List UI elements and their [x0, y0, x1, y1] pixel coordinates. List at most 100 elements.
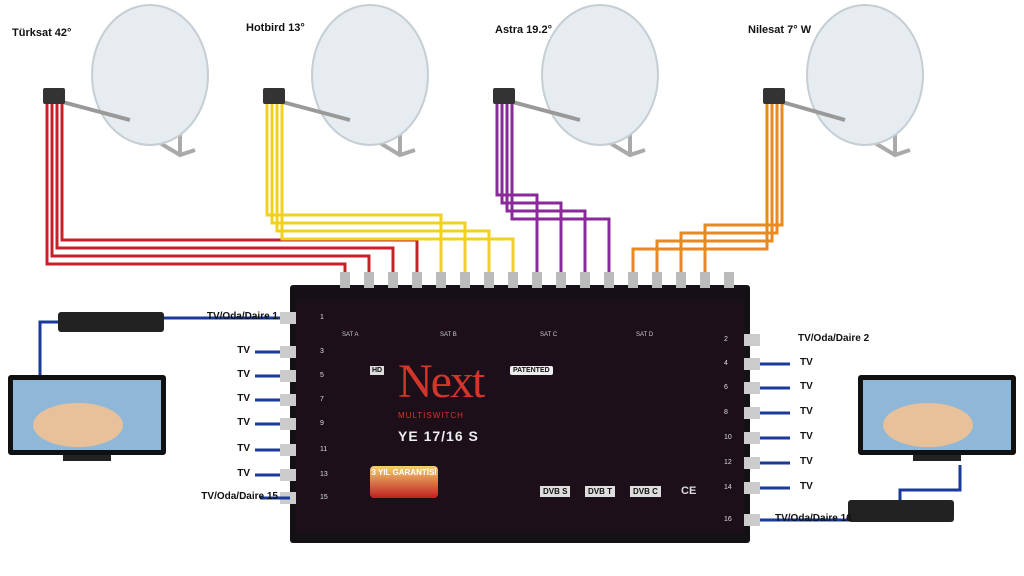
- tv-picture-family: [33, 403, 123, 447]
- lnb: [493, 88, 515, 104]
- satellite-receiver: [848, 500, 954, 522]
- output-connector: [744, 432, 760, 444]
- output-label-left: TV: [237, 345, 250, 356]
- input-connector: [340, 272, 350, 288]
- input-connector: [364, 272, 374, 288]
- input-connector: [652, 272, 662, 288]
- cable-1-0: [265, 100, 443, 272]
- output-label-right: TV/Oda/Daire 2: [798, 333, 870, 344]
- cable-0-2: [55, 100, 395, 272]
- output-label-right: TV: [800, 456, 813, 467]
- patented-badge: PATENTED: [510, 366, 553, 375]
- output-connector: [744, 407, 760, 419]
- cable-3-1: [655, 100, 774, 272]
- dvbc-logo: DVB C: [630, 486, 661, 497]
- cable-1-1: [270, 100, 467, 272]
- port-number: 13: [320, 471, 328, 478]
- sat-group-c: SAT C: [540, 332, 558, 338]
- sat-group-b: SAT B: [440, 332, 457, 338]
- input-connector: [604, 272, 614, 288]
- dvbs-logo: DVB S: [540, 486, 571, 497]
- lnb-arm: [54, 98, 131, 122]
- output-label-right: TV: [800, 381, 813, 392]
- output-label-left: TV/Oda/Daire 1: [206, 311, 278, 322]
- output-connector: [744, 482, 760, 494]
- output-connector: [280, 469, 296, 481]
- port-number: 10: [724, 434, 732, 441]
- lnb: [263, 88, 285, 104]
- satellite-dish: [91, 4, 209, 146]
- tv-picture-family: [883, 403, 973, 447]
- dvbt-logo: DVB T: [585, 486, 615, 497]
- output-label-right: TV: [800, 406, 813, 417]
- cable-0-1: [50, 100, 371, 272]
- brand-subtitle: MULTISWITCH: [398, 411, 464, 420]
- output-connector: [280, 370, 296, 382]
- satellite-dish: [541, 4, 659, 146]
- output-label-right: TV/Oda/Daire 16: [775, 513, 852, 524]
- output-connector: [744, 514, 760, 526]
- warranty-badge: 3 YIL GARANTİSİ: [370, 466, 438, 498]
- model-number: YE 17/16 S: [398, 428, 479, 444]
- cable-2-2: [505, 100, 587, 272]
- cable-tv-1: [38, 320, 60, 375]
- input-connector: [388, 272, 398, 288]
- output-connector: [280, 394, 296, 406]
- output-label-left: TV: [237, 443, 250, 454]
- input-connector: [724, 272, 734, 288]
- sat-label-hotbird: Hotbird 13°: [246, 22, 305, 34]
- tv-stand: [913, 455, 961, 461]
- cable-2-1: [500, 100, 563, 272]
- output-label-left: TV: [237, 393, 250, 404]
- output-label-right: TV: [800, 357, 813, 368]
- lnb: [763, 88, 785, 104]
- tv-stand: [63, 455, 111, 461]
- output-label-left: TV: [237, 468, 250, 479]
- port-number: 5: [320, 372, 324, 379]
- input-connector: [700, 272, 710, 288]
- output-connector: [280, 312, 296, 324]
- input-connector: [484, 272, 494, 288]
- output-connector: [280, 418, 296, 430]
- port-number: 16: [724, 516, 732, 523]
- output-label-left: TV: [237, 417, 250, 428]
- output-connector: [280, 444, 296, 456]
- port-number: 8: [724, 409, 728, 416]
- input-connector: [508, 272, 518, 288]
- input-connector: [676, 272, 686, 288]
- cable-1-3: [280, 100, 515, 272]
- output-connector: [744, 358, 760, 370]
- cable-tv-16: [898, 465, 962, 500]
- input-connector: [460, 272, 470, 288]
- port-number: 3: [320, 348, 324, 355]
- port-number: 15: [320, 494, 328, 501]
- sat-label-astra: Astra 19.2°: [495, 24, 552, 36]
- sat-label-nilesat: Nilesat 7° W: [748, 24, 812, 36]
- cable-0-0: [45, 100, 347, 272]
- output-label-left: TV/Oda/Daire 15: [201, 491, 278, 502]
- cable-1-2: [275, 100, 491, 272]
- lnb: [43, 88, 65, 104]
- port-number: 11: [320, 446, 328, 453]
- sat-group-d: SAT D: [636, 332, 654, 338]
- cable-2-3: [510, 100, 611, 272]
- cable-3-3: [703, 100, 784, 272]
- lnb-arm: [504, 98, 581, 122]
- cable-3-2: [679, 100, 779, 272]
- sat-group-a: SAT A: [342, 332, 359, 338]
- hd-badge: HD: [370, 366, 385, 375]
- satellite-receiver: [58, 312, 164, 332]
- port-number: 9: [320, 420, 324, 427]
- output-connector: [744, 457, 760, 469]
- output-connector: [744, 382, 760, 394]
- ce-logo: CE: [681, 485, 697, 497]
- sat-label-turksat: Türksat 42°: [12, 27, 72, 39]
- multiswitch-panel: [296, 300, 744, 532]
- input-connector: [412, 272, 422, 288]
- cable-2-0: [495, 100, 539, 272]
- input-connector: [436, 272, 446, 288]
- output-label-right: TV: [800, 431, 813, 442]
- port-number: 6: [724, 384, 728, 391]
- input-connector: [556, 272, 566, 288]
